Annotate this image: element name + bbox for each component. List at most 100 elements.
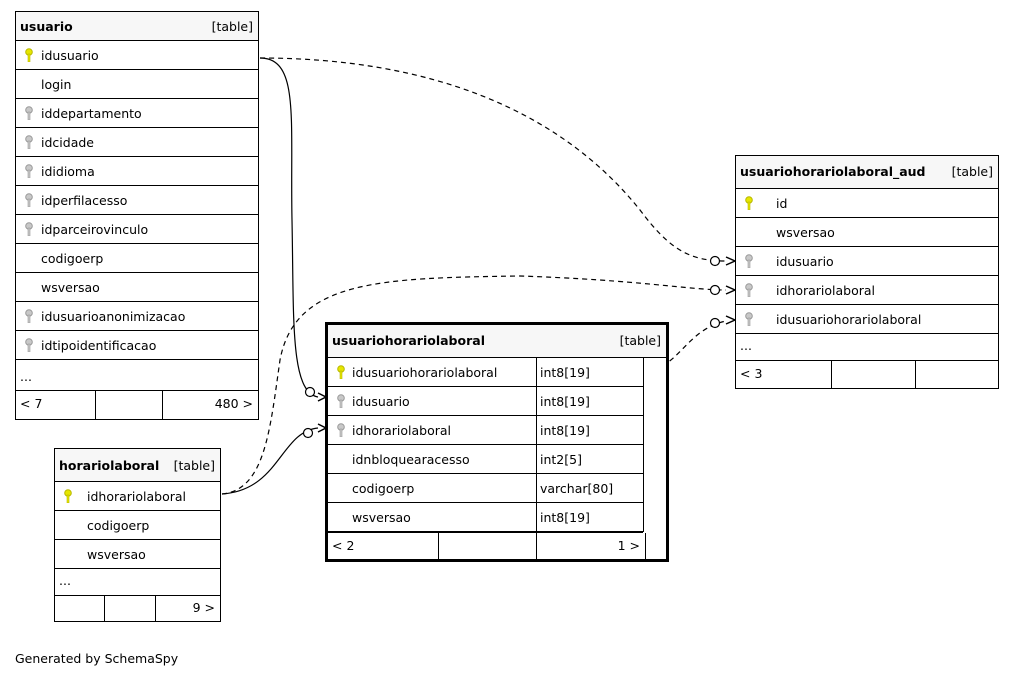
- column-area-border: [643, 358, 644, 532]
- foreign-key-icon: [745, 254, 753, 268]
- link-usuario-uhl: [259, 57, 319, 398]
- table-type: [table]: [211, 19, 253, 34]
- column-row[interactable]: idparceirovinculo: [16, 215, 258, 244]
- column-row[interactable]: idusuarioanonimizacao: [16, 302, 258, 331]
- column-name: codigoerp: [41, 251, 104, 266]
- column-divider: [536, 358, 537, 386]
- foreign-key-icon: [25, 222, 33, 236]
- column-row[interactable]: wsversao int8[19]: [328, 503, 643, 532]
- table-header: usuariohorariolaboral_aud [table]: [736, 156, 998, 189]
- column-row[interactable]: wsversao: [55, 540, 220, 569]
- column-name: idhorariolaboral: [87, 489, 187, 504]
- column-row[interactable]: idhorariolaboral: [55, 482, 220, 511]
- link-marker-crowfoot: [725, 315, 737, 325]
- table-header: horariolaboral [table]: [55, 449, 220, 482]
- column-name: idusuario: [41, 48, 99, 63]
- primary-key-icon: [337, 365, 345, 379]
- column-row[interactable]: idperfilacesso: [16, 186, 258, 215]
- column-row[interactable]: idusuario int8[19]: [328, 387, 643, 416]
- foreign-key-icon: [745, 283, 753, 297]
- children-count: 480 >: [214, 396, 253, 411]
- column-row[interactable]: ididioma: [16, 157, 258, 186]
- table-usuariohorariolaboral[interactable]: usuariohorariolaboral [table] idusuarioh…: [325, 322, 669, 562]
- footer-children-cell[interactable]: 9 >: [156, 595, 220, 621]
- column-row[interactable]: idusuario: [736, 247, 998, 276]
- column-row[interactable]: iddepartamento: [16, 99, 258, 128]
- column-row[interactable]: idtipoidentificacao: [16, 331, 258, 360]
- column-row[interactable]: idusuariohorariolaboral int8[19]: [328, 358, 643, 387]
- table-footer: < 3: [736, 361, 998, 388]
- footer-children-cell[interactable]: [916, 361, 998, 388]
- column-name: idusuariohorariolaboral: [776, 312, 922, 327]
- column-row[interactable]: idhorariolaboral int8[19]: [328, 416, 643, 445]
- column-row[interactable]: idusuario: [16, 41, 258, 70]
- footer-parents-cell[interactable]: [55, 595, 105, 621]
- table-footer: 9 >: [55, 595, 220, 621]
- link-marker-crowfoot: [725, 256, 737, 266]
- column-type: varchar[80]: [540, 481, 614, 496]
- link-marker-crowfoot: [725, 285, 737, 295]
- column-name: ididioma: [41, 164, 95, 179]
- foreign-key-icon: [25, 135, 33, 149]
- column-name: wsversao: [41, 280, 100, 295]
- column-name: idusuarioanonimizacao: [41, 309, 186, 324]
- footer-children-cell[interactable]: 480 >: [163, 391, 258, 419]
- table-horariolaboral[interactable]: horariolaboral [table] idhorariolaboral …: [54, 448, 221, 622]
- column-row[interactable]: codigoerp: [16, 244, 258, 273]
- column-name: idusuario: [776, 254, 834, 269]
- column-row[interactable]: codigoerp varchar[80]: [328, 474, 643, 503]
- column-name: idtipoidentificacao: [41, 338, 157, 353]
- parents-count: < 3: [740, 366, 763, 381]
- footer-rows-cell: [96, 391, 163, 419]
- column-divider: [536, 503, 537, 531]
- foreign-key-icon: [25, 164, 33, 178]
- column-row[interactable]: idusuariohorariolaboral: [736, 305, 998, 334]
- more-columns-row[interactable]: ...: [736, 334, 998, 361]
- footer-children-cell[interactable]: 1 >: [537, 533, 646, 559]
- column-divider: [536, 474, 537, 502]
- column-row[interactable]: login: [16, 70, 258, 99]
- footer-parents-cell[interactable]: < 2: [328, 533, 439, 559]
- column-row[interactable]: idcidade: [16, 128, 258, 157]
- parents-count: < 2: [332, 538, 355, 553]
- column-row[interactable]: wsversao: [16, 273, 258, 302]
- footer-parents-cell[interactable]: < 3: [736, 361, 832, 388]
- column-name: wsversao: [87, 547, 146, 562]
- link-marker-circle: [304, 386, 316, 398]
- column-name: idnbloquearacesso: [352, 452, 470, 467]
- link-marker-circle: [302, 427, 314, 439]
- foreign-key-icon: [337, 394, 345, 408]
- footer-rows-cell: [832, 361, 916, 388]
- column-type: int8[19]: [540, 423, 590, 438]
- column-row[interactable]: idhorariolaboral: [736, 276, 998, 305]
- table-usuariohorariolaboral-aud[interactable]: usuariohorariolaboral_aud [table] id wsv…: [735, 155, 999, 389]
- parents-count: < 7: [20, 396, 43, 411]
- column-row[interactable]: codigoerp: [55, 511, 220, 540]
- footer-parents-cell[interactable]: < 7: [16, 391, 96, 419]
- foreign-key-icon: [25, 193, 33, 207]
- table-header: usuariohorariolaboral [table]: [328, 325, 666, 358]
- footer-rows-cell: [439, 533, 537, 559]
- column-row[interactable]: id: [736, 189, 998, 218]
- column-name: idusuariohorariolaboral: [352, 365, 498, 380]
- table-name: horariolaboral: [59, 458, 160, 473]
- foreign-key-icon: [25, 106, 33, 120]
- more-columns-row[interactable]: ...: [55, 569, 220, 596]
- foreign-key-icon: [25, 309, 33, 323]
- column-row[interactable]: wsversao: [736, 218, 998, 247]
- foreign-key-icon: [337, 423, 345, 437]
- more-columns: ...: [740, 338, 752, 353]
- column-divider: [536, 416, 537, 444]
- column-name: idperfilacesso: [41, 193, 128, 208]
- table-usuario[interactable]: usuario [table] idusuario login iddepart…: [15, 11, 259, 420]
- link-marker-circle: [709, 284, 721, 296]
- more-columns-row[interactable]: ...: [16, 360, 258, 391]
- table-type: [table]: [619, 333, 661, 348]
- footer-rows-cell: [105, 595, 156, 621]
- foreign-key-icon: [745, 312, 753, 326]
- table-type: [table]: [951, 164, 993, 179]
- column-type: int8[19]: [540, 394, 590, 409]
- column-row[interactable]: idnbloquearacesso int2[5]: [328, 445, 643, 474]
- link-marker-circle: [709, 317, 721, 329]
- table-name: usuario: [20, 19, 73, 34]
